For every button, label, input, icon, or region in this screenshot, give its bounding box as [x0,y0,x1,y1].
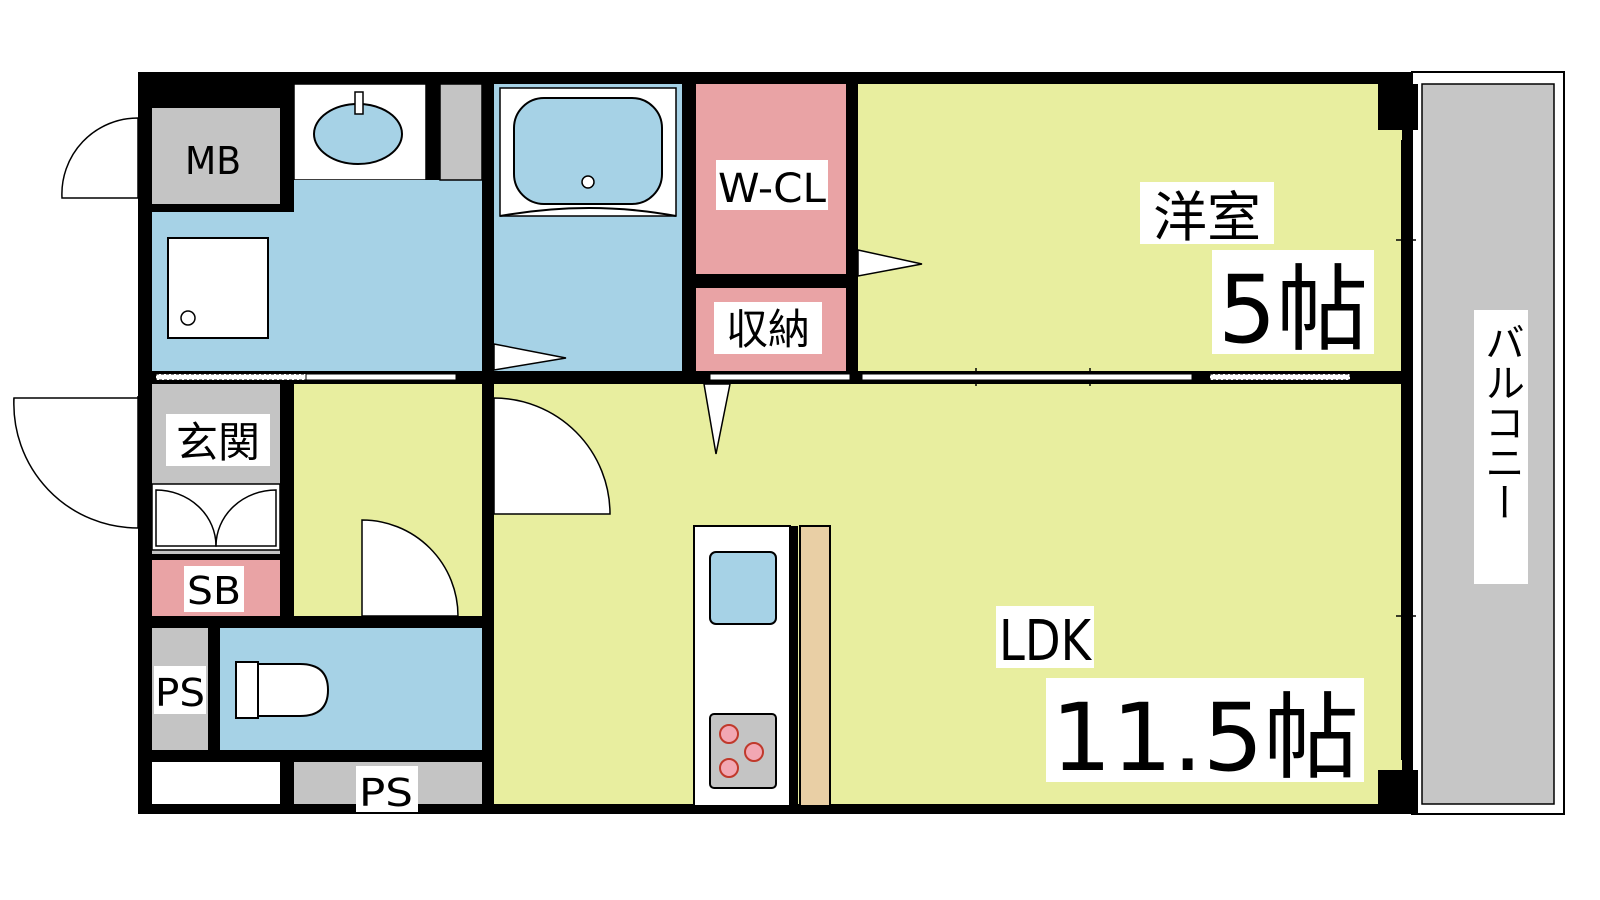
walk-in-closet-label: W-CL [718,166,827,212]
kitchen-backsplash [799,525,831,807]
mb-label: MB [185,139,241,183]
room-labels: MB W-CL 収納 洋室 5帖 LDK 11.5帖 玄関 SB PS PS [154,136,1374,815]
western-room-name: 洋室 [1153,186,1261,249]
ldk-name: LDK [999,609,1092,674]
storage-label: 収納 [726,305,810,354]
ldk-size: 11.5帖 [1051,684,1359,793]
pipe-space-toilet-label: PS [155,671,205,715]
balcony-label: バルコニー [1478,322,1524,522]
bathtub-icon [513,97,663,205]
western-room-size: 5帖 [1218,256,1368,365]
toilet-tank [235,661,259,719]
pipe-space-bottom-label: PS [359,771,413,815]
stove-icon [709,713,777,789]
balcony: バルコニー [1411,71,1565,815]
doors [13,117,923,617]
entrance-label: 玄関 [176,418,260,467]
washroom-shelf [439,83,483,181]
toilet-icon [257,663,330,717]
entrance-door-swing [13,397,139,529]
kitchen-sink-icon [709,551,777,625]
ldk-door-swing [493,397,611,515]
mb-door-swing [61,117,139,199]
shoe-box-label: SB [187,569,241,613]
toilet-door-swing [361,519,459,617]
